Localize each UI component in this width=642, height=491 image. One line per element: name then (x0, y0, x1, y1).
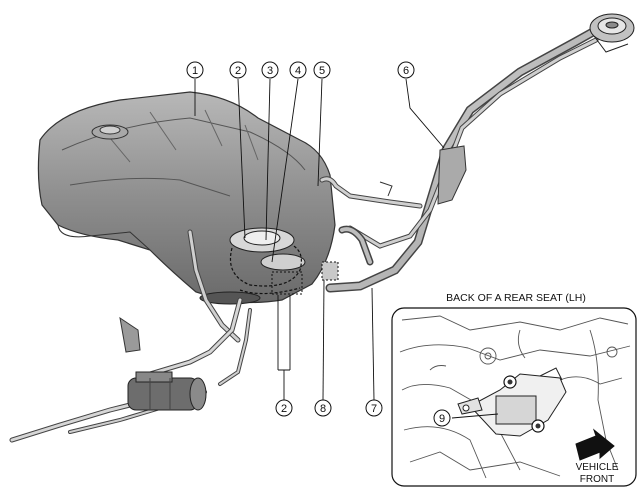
svg-text:2: 2 (281, 403, 287, 415)
callout-3: 3 (261, 61, 279, 79)
svg-text:5: 5 (319, 65, 325, 77)
callout-4: 4 (289, 61, 307, 79)
rear-seat-structure (399, 315, 631, 479)
svg-text:8: 8 (320, 403, 326, 415)
nut-icon-upper (503, 375, 517, 389)
callout-6: 6 (397, 61, 415, 79)
vehicle-front-label-line1: VEHICLE (576, 462, 619, 473)
charcoal-canister (119, 316, 207, 411)
svg-text:1: 1 (192, 65, 198, 77)
nut-icon-lower (531, 419, 545, 433)
svg-text:3: 3 (267, 65, 273, 77)
svg-text:6: 6 (403, 65, 409, 77)
svg-text:9: 9 (439, 413, 445, 425)
callout-2-top: 2 (229, 61, 247, 79)
module-bracket (457, 367, 567, 437)
callout-9-leader (451, 413, 499, 419)
vehicle-front-label-line2: FRONT (580, 474, 614, 485)
callout-9: 9 (433, 409, 451, 427)
callout-1: 1 (186, 61, 204, 79)
callout-5: 5 (313, 61, 331, 79)
svg-text:7: 7 (371, 403, 377, 415)
fuel-tank (37, 91, 339, 305)
leader-lines (194, 78, 445, 401)
fuel-filler-cap (589, 13, 635, 53)
callout-2-bottom: 2 (275, 399, 293, 417)
svg-text:2: 2 (235, 65, 241, 77)
vehicle-front-arrow-icon (575, 428, 615, 461)
inset-panel: BACK OF A REAR SEAT (LH) (391, 292, 637, 487)
filler-bracket (379, 145, 467, 205)
inset-title: BACK OF A REAR SEAT (LH) (446, 292, 586, 304)
callout-7: 7 (365, 399, 383, 417)
callout-8: 8 (314, 399, 332, 417)
svg-text:4: 4 (295, 65, 301, 77)
